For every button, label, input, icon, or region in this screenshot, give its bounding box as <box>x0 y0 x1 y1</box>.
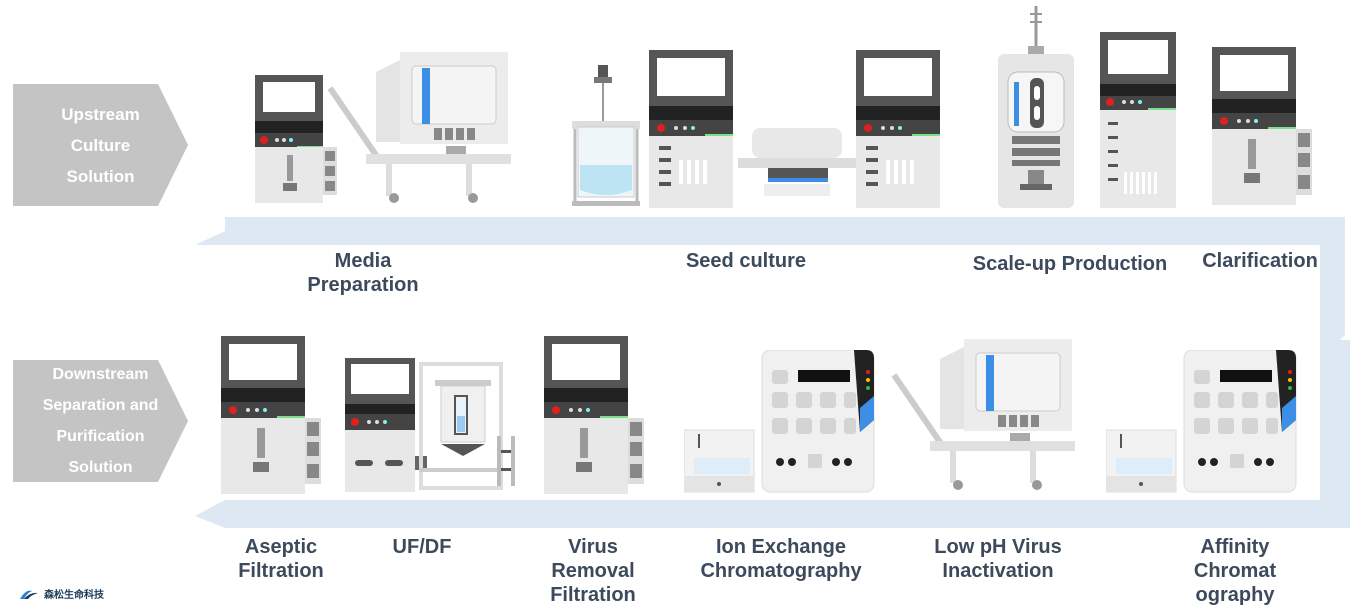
step-media-preparation: Media Preparation <box>307 250 419 296</box>
step-affinity-chromatography: Affinity Chromat ography <box>1193 536 1277 606</box>
virus-controller-unit <box>544 336 644 494</box>
logo-mark-icon <box>20 590 38 599</box>
ion-exchange-system <box>684 350 875 493</box>
logo-text: 森松生命科技 <box>44 590 104 601</box>
step-scaleup-production: Scale-up Production <box>972 253 1168 275</box>
step-seed-culture: Seed culture <box>685 250 807 272</box>
step-ion-exchange-chromatography: Ion Exchange Chromatography <box>700 536 862 582</box>
step-clarification: Clarification <box>1202 250 1318 272</box>
low-ph-inactivation-tank-cart <box>891 339 1075 490</box>
ufdf-system <box>345 358 515 492</box>
aseptic-controller-unit <box>221 336 321 494</box>
seed-controller-unit-2 <box>856 50 940 208</box>
scaleup-controller-unit <box>1100 32 1176 208</box>
scaleup-bioreactor <box>998 6 1074 208</box>
phase-downstream: Downstream Separation and Purification S… <box>13 360 188 482</box>
seed-controller-unit <box>649 50 733 208</box>
step-virus-removal-filtration: Virus Removal Filtration <box>550 536 636 606</box>
phase-downstream-label: Downstream Separation and Purification S… <box>42 366 159 476</box>
step-ufdf: UF/DF <box>392 536 452 558</box>
seed-glass-bioreactor <box>572 65 640 206</box>
chevron-shape <box>13 360 188 482</box>
media-mixing-tank-cart <box>327 52 511 203</box>
step-aseptic-filtration: Aseptic Filtration <box>238 536 324 582</box>
seed-rocker-platform <box>738 128 856 196</box>
step-low-ph-virus-inactivation: Low pH Virus Inactivation <box>934 536 1062 582</box>
chevron-shape <box>13 84 188 206</box>
phase-upstream: Upstream Culture Solution <box>13 84 188 206</box>
company-logo: 森松生命科技 <box>18 586 104 601</box>
phase-upstream-label: Upstream Culture Solution <box>61 104 140 186</box>
media-controller-unit <box>255 75 337 203</box>
affinity-chromatography-system <box>1106 350 1297 493</box>
clarification-controller-unit <box>1212 47 1312 205</box>
